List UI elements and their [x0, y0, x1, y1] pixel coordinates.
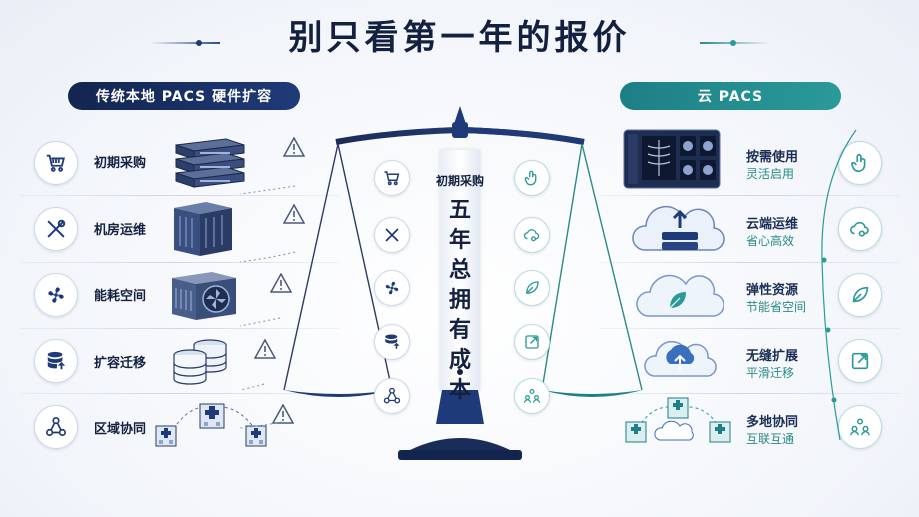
page-title: 别只看第一年的报价 — [288, 18, 631, 58]
people-network-icon — [514, 378, 550, 414]
row-divider — [20, 195, 340, 196]
left-row-label: 区域协同 — [94, 422, 147, 437]
warning-icon — [271, 403, 295, 424]
network-icon — [34, 405, 78, 449]
right-row-label: 无缝扩展 — [746, 349, 799, 364]
hospital-cloud-network-illustration — [624, 396, 734, 450]
left-row-label: 扩容迁移 — [94, 356, 147, 371]
cart-icon — [374, 160, 410, 196]
cloud-pacs-header: 云 PACS — [620, 82, 841, 110]
cloud-leaf-illustration — [634, 268, 725, 328]
tools-icon — [374, 217, 410, 253]
leaf-icon — [838, 273, 882, 317]
network-icon — [374, 378, 410, 414]
warning-icon — [282, 203, 306, 224]
row-divider — [600, 262, 900, 263]
hospital-network-illustration — [150, 398, 274, 454]
right-row-label: 按需使用 — [746, 150, 799, 165]
pillar-dot — [457, 369, 463, 375]
tap-icon — [838, 141, 882, 185]
cloud-gear-icon — [838, 207, 882, 251]
right-row-label: 云端运维 — [746, 217, 799, 232]
title-dot-right — [730, 40, 736, 46]
cart-icon — [34, 141, 78, 185]
people-network-icon — [838, 405, 882, 449]
left-row-label: 初期采购 — [94, 156, 147, 171]
expand-icon — [514, 324, 550, 360]
warning-icon — [282, 136, 306, 157]
storage-drums-illustration — [170, 337, 232, 393]
right-row-sub: 省心高效 — [746, 234, 795, 248]
expand-icon — [838, 339, 882, 383]
row-divider — [600, 328, 900, 329]
warning-icon — [269, 272, 293, 293]
ac-unit-illustration — [168, 268, 240, 328]
server-stack-illustration — [170, 135, 250, 195]
database-upload-icon — [374, 324, 410, 360]
scale-pillar — [440, 150, 480, 390]
warning-icon — [253, 338, 277, 359]
row-divider — [20, 393, 340, 394]
xray-monitor-illustration — [622, 128, 722, 194]
left-dashed-connectors — [240, 185, 296, 429]
fan-icon — [374, 270, 410, 306]
left-row-label: 机房运维 — [94, 223, 147, 238]
right-row-sub: 互联互通 — [746, 432, 795, 446]
title-dot-left — [196, 40, 202, 46]
cloud-upload-illustration — [640, 334, 720, 388]
row-divider — [600, 393, 900, 394]
row-divider — [600, 195, 900, 196]
tools-icon — [34, 207, 78, 251]
right-row-sub: 节能省空间 — [746, 300, 807, 314]
database-upload-icon — [34, 339, 78, 383]
cloud-gear-icon — [514, 217, 550, 253]
right-row-sub: 灵活启用 — [746, 167, 795, 181]
cloud-server-illustration — [630, 200, 726, 264]
traditional-pacs-header: 传统本地 PACS 硬件扩容 — [68, 82, 300, 110]
right-row-sub: 平滑迁移 — [746, 366, 795, 380]
leaf-icon — [514, 270, 550, 306]
left-row-label: 能耗空间 — [94, 289, 147, 304]
right-row-label: 弹性资源 — [746, 283, 799, 298]
fan-icon — [34, 273, 78, 317]
right-connector-line — [821, 129, 857, 441]
server-rack-illustration — [170, 200, 236, 262]
five-year-tco-text: 五 年 总 拥 有 成 本 — [448, 198, 471, 403]
center-top-label: 初期采购 — [435, 174, 484, 188]
balance-scale-illustration — [283, 106, 643, 460]
row-divider — [20, 262, 340, 263]
tap-icon — [514, 160, 550, 196]
right-row-label: 多地协同 — [746, 415, 799, 430]
title-decoration-left — [150, 42, 220, 44]
row-divider — [20, 328, 340, 329]
